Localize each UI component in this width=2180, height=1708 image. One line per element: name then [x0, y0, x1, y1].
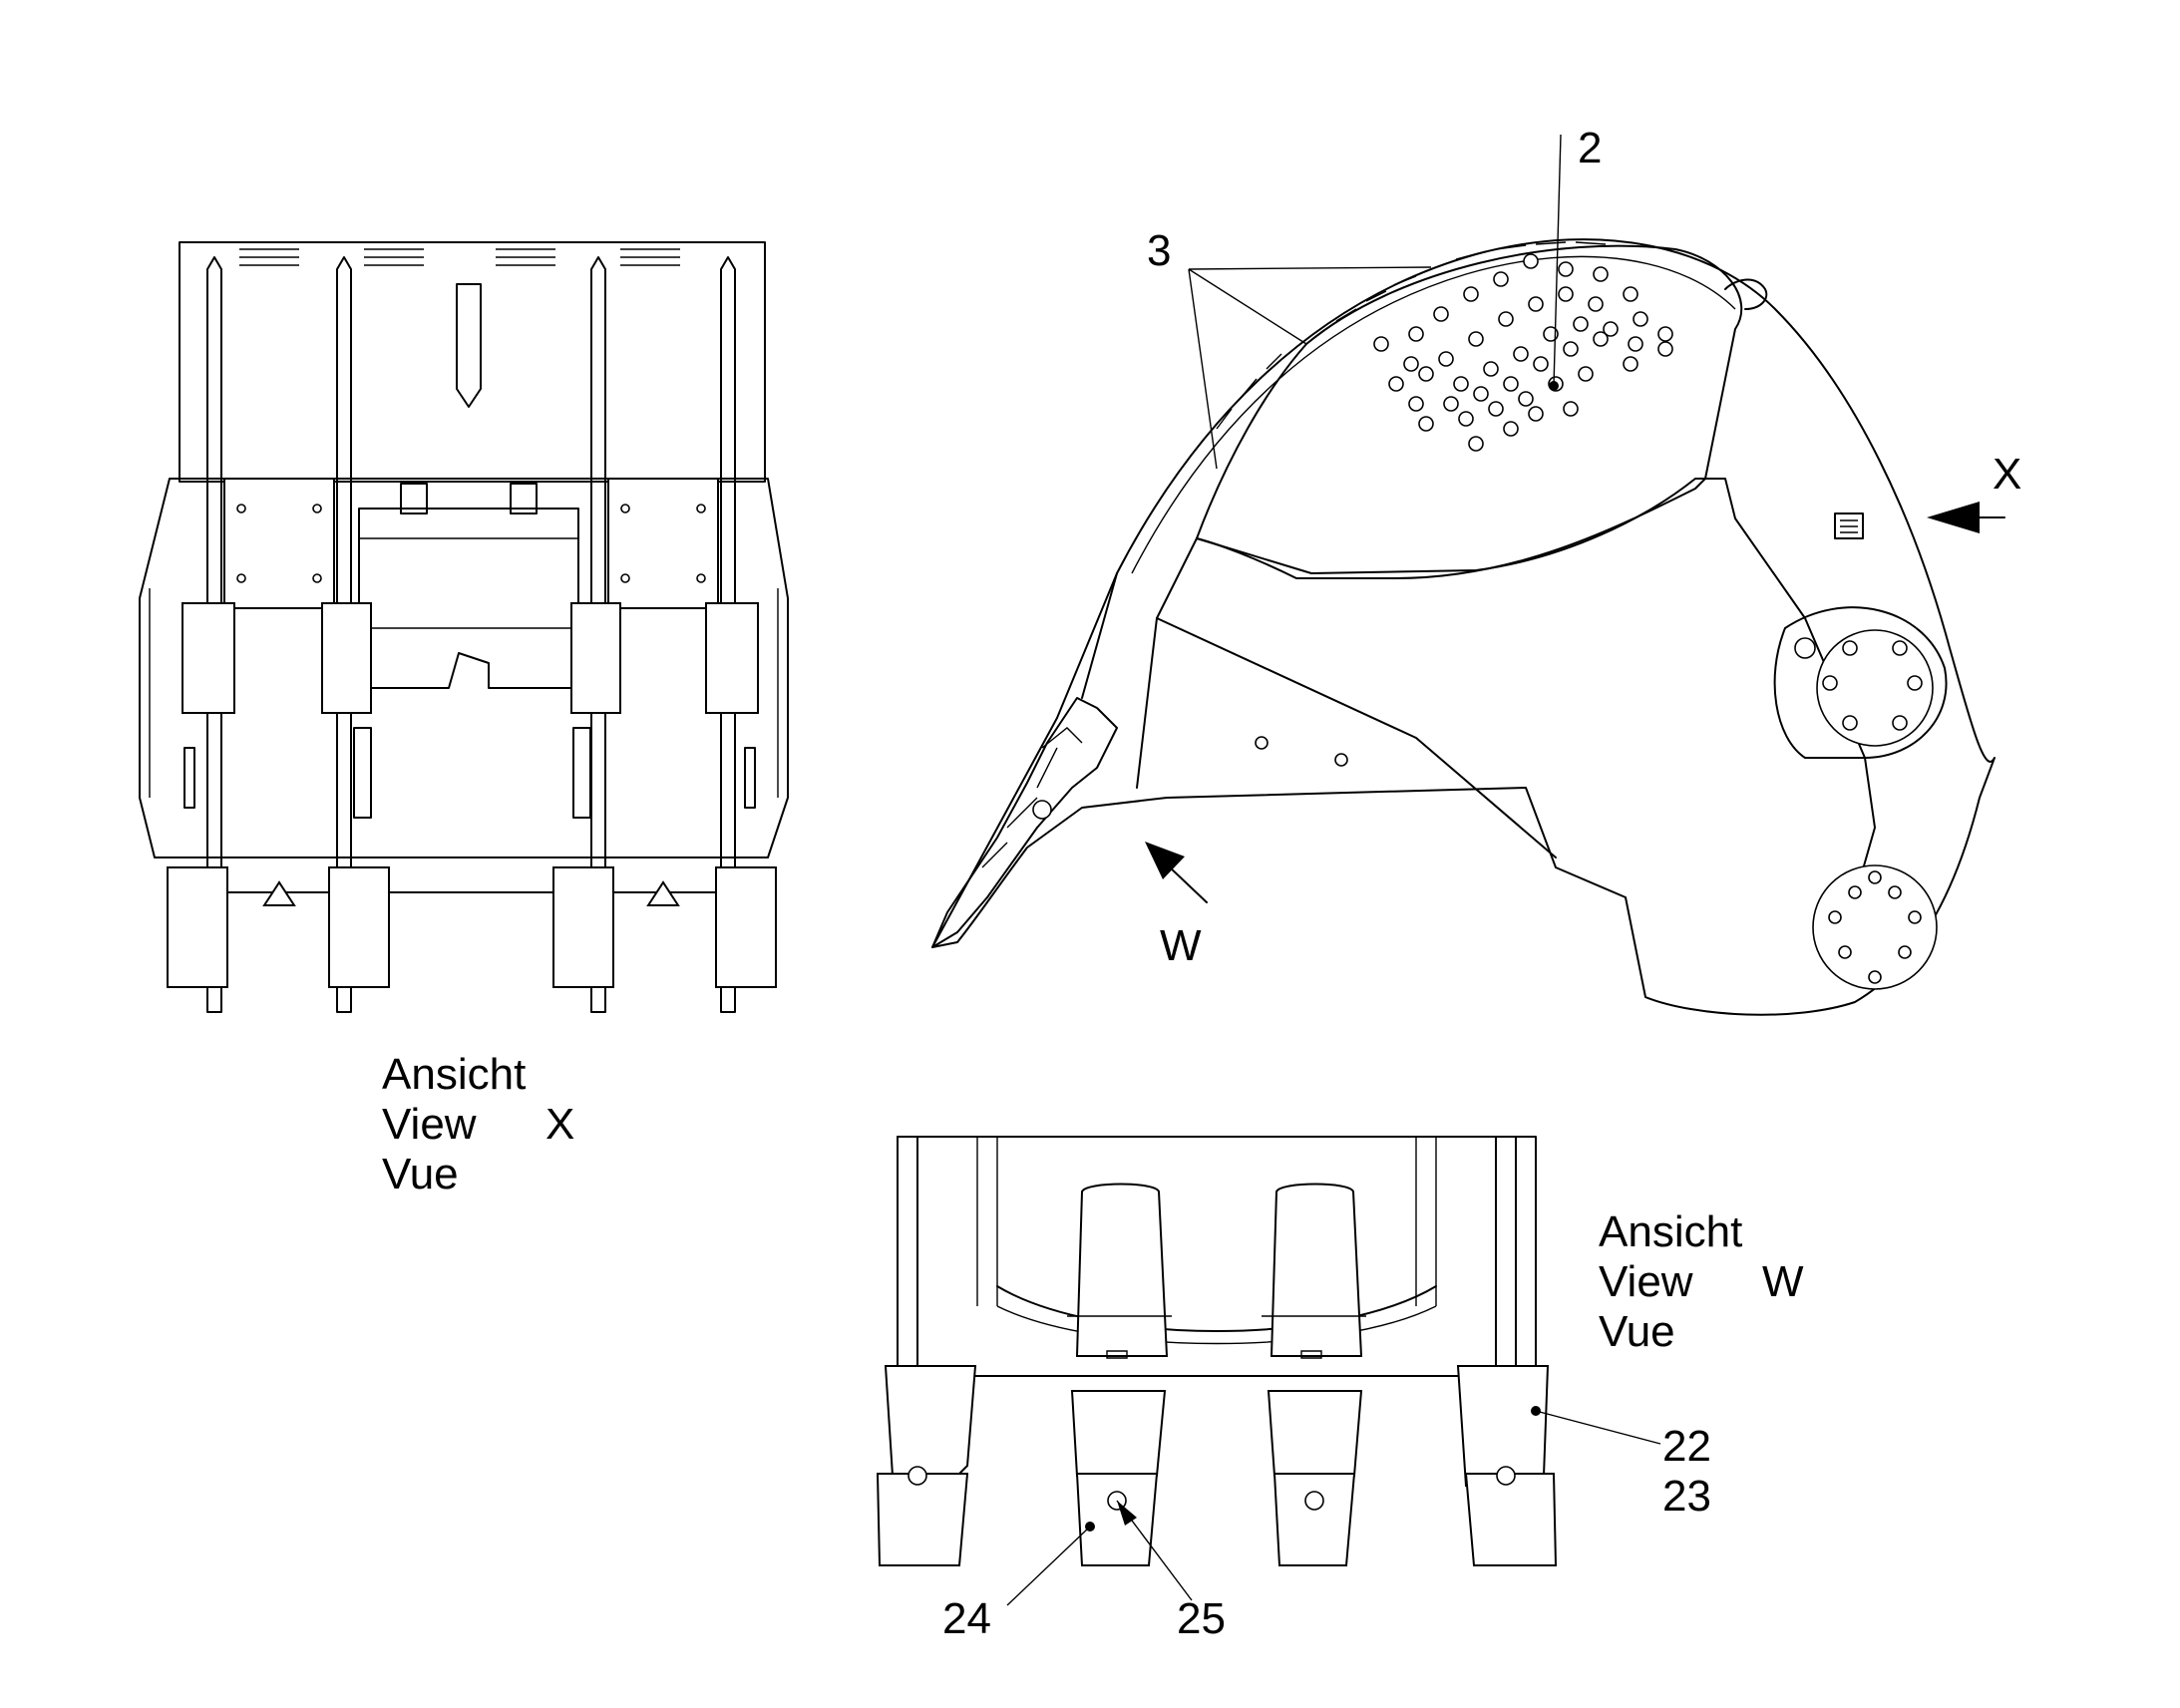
view-x-caption-line3: Vue: [382, 1150, 459, 1198]
view-w-caption-line1: Ansicht: [1599, 1207, 1742, 1256]
callout-3: 3: [1147, 226, 1171, 275]
callout-23: 23: [1662, 1472, 1711, 1521]
arrow-x-label: X: [1993, 450, 2021, 499]
view-w-caption-letter: W: [1762, 1257, 1804, 1306]
perforation-holes: [1373, 253, 1673, 452]
vent-slots: [239, 248, 680, 266]
arrow-w: [1145, 842, 1208, 903]
arrow-w-label: W: [1160, 921, 1202, 970]
callout-25: 25: [1177, 1594, 1226, 1643]
view-x-caption-letter: X: [545, 1100, 574, 1149]
callout-22: 22: [1662, 1422, 1711, 1471]
view-x-drawing: [139, 241, 789, 1013]
arrow-x: [1927, 502, 2005, 533]
view-w-drawing: [876, 1136, 1558, 1566]
tooth-assemblies: [876, 1365, 1558, 1566]
leader-2: [1553, 134, 1562, 387]
side-view-drawing: [931, 238, 1996, 1016]
view-w-caption-line2: View: [1599, 1257, 1693, 1306]
callout-2: 2: [1578, 124, 1602, 172]
leader-22-23: [1535, 1410, 1661, 1445]
view-w-caption-line3: Vue: [1599, 1307, 1675, 1356]
view-x-caption-line2: View: [382, 1100, 477, 1149]
leader-3: [1188, 266, 1432, 470]
callout-24: 24: [942, 1594, 991, 1643]
view-x-caption-line1: Ansicht: [382, 1050, 526, 1099]
leader-24: [1006, 1526, 1091, 1606]
